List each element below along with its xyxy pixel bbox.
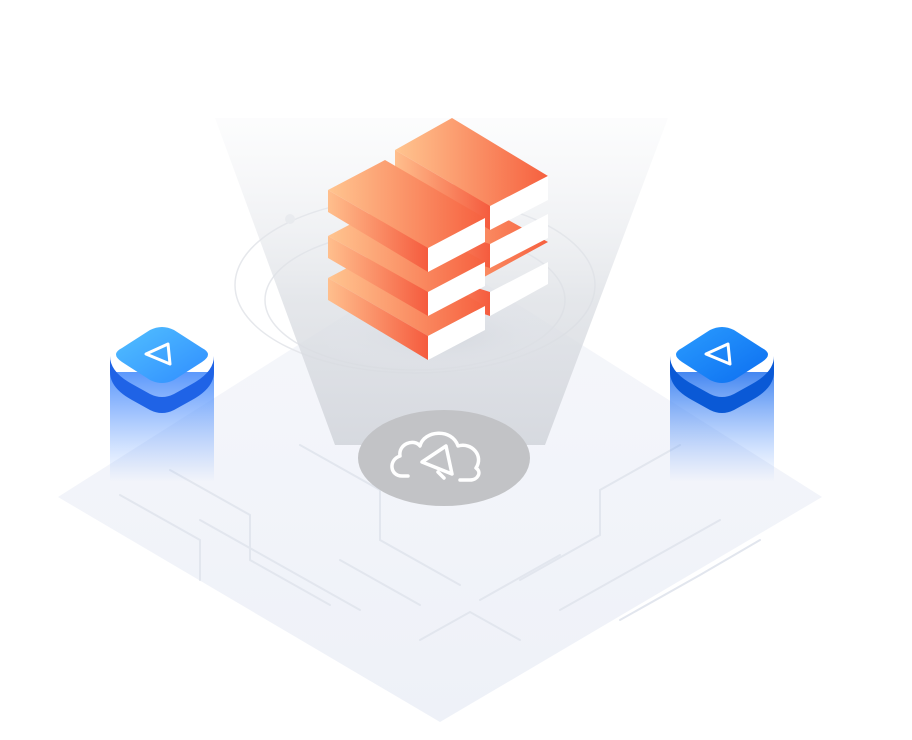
data-blocks-stack	[328, 118, 548, 360]
right-node	[670, 327, 774, 482]
cloud-orb	[358, 410, 530, 506]
circuit-traces	[119, 444, 761, 641]
cloud-upload-icon	[390, 431, 481, 482]
left-node	[110, 327, 214, 482]
block-front-top	[328, 160, 485, 272]
send-arrow-icon	[144, 342, 172, 366]
send-arrow-icon	[704, 342, 732, 366]
